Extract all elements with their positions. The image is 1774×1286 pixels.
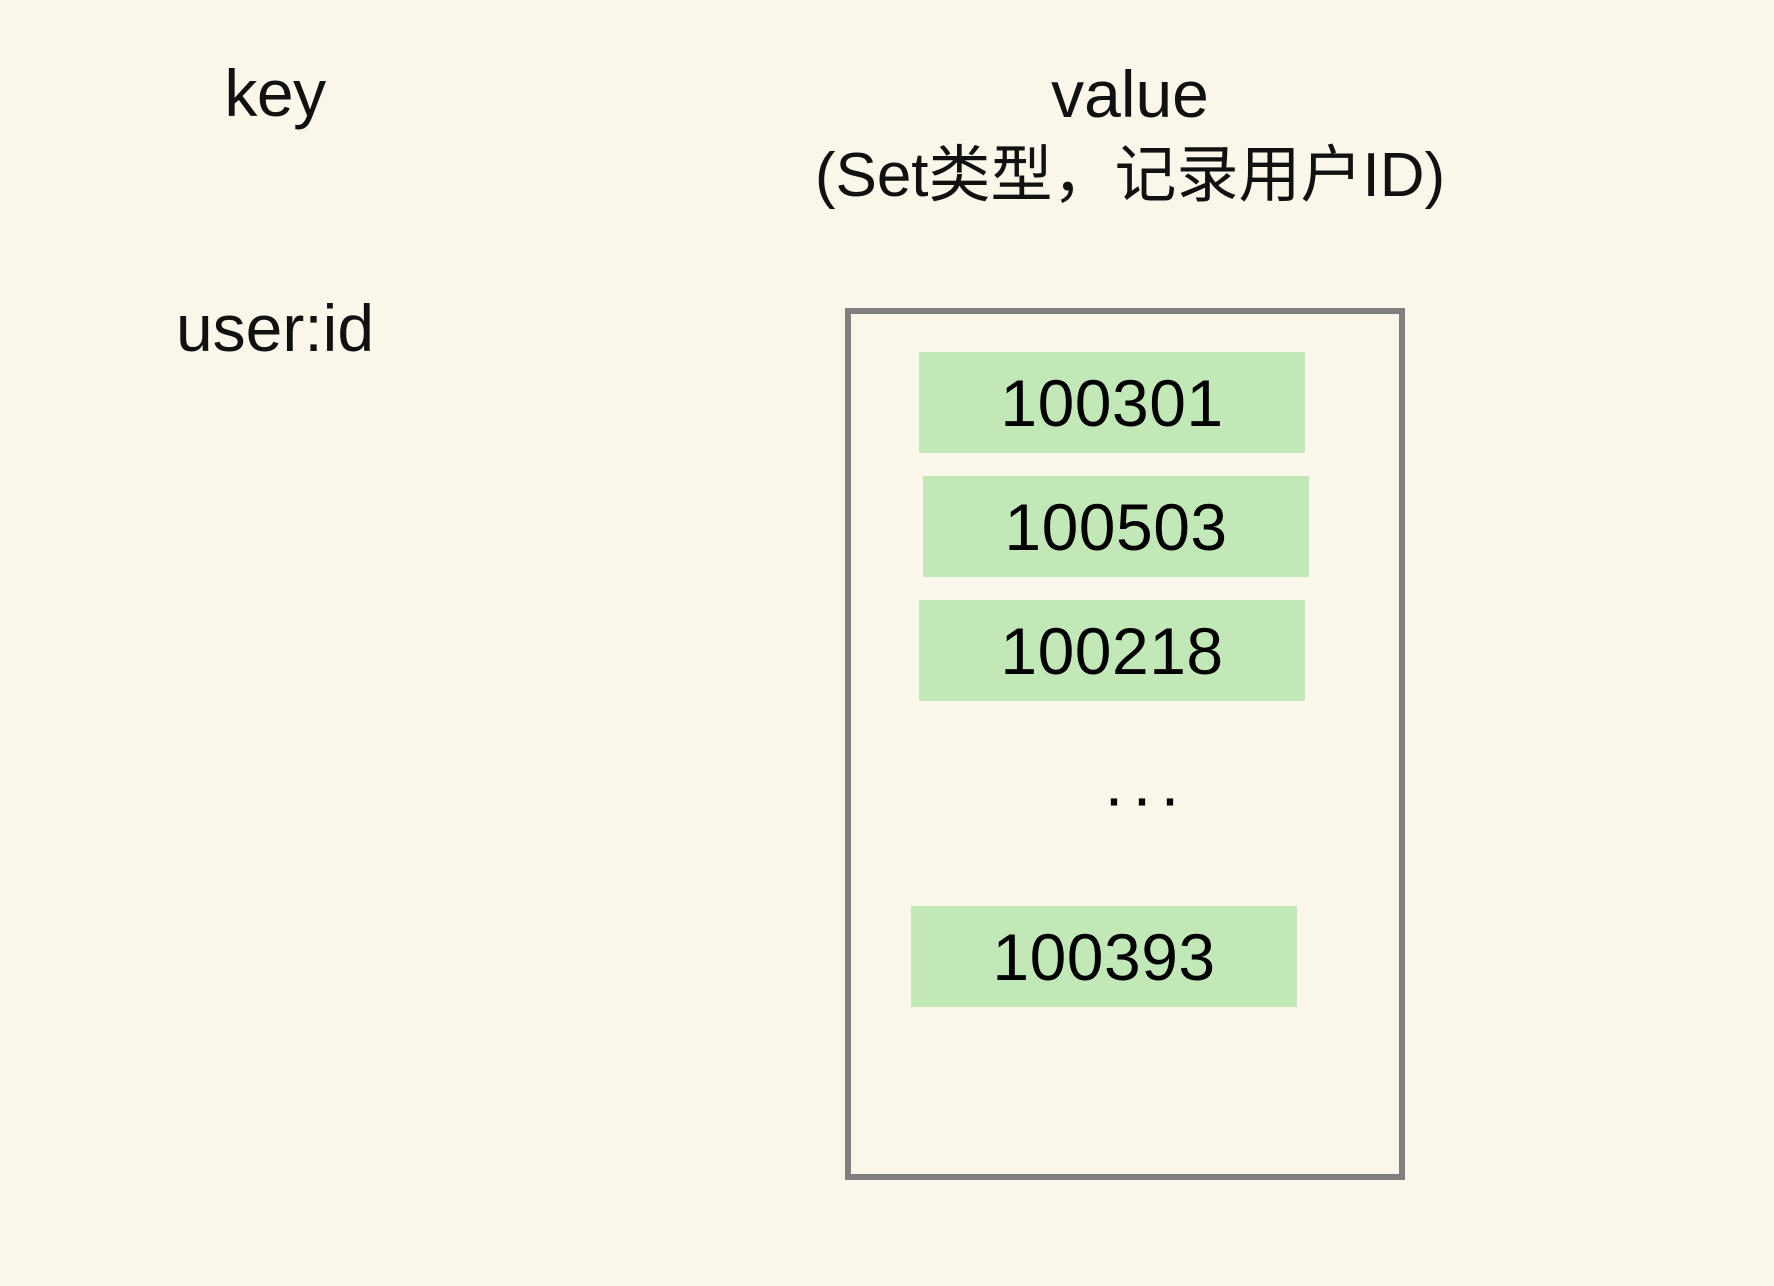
set-items-list: 100301 100503 100218 ··· 100393 [851, 314, 1399, 1174]
key-column: key [60, 60, 490, 126]
value-column: value (Set类型，记录用户ID) [540, 57, 1720, 215]
key-value-label: user:id [175, 291, 375, 365]
set-item-chip: 100503 [923, 476, 1309, 577]
set-item-chip: 100301 [919, 352, 1305, 453]
value-column-subtitle: (Set类型，记录用户ID) [814, 141, 1446, 211]
set-container-box: 100301 100503 100218 ··· 100393 [845, 308, 1405, 1180]
set-item-chip: 100393 [911, 906, 1297, 1007]
set-items-ellipsis: ··· [1103, 759, 1187, 834]
key-column-header: key [224, 56, 326, 130]
value-column-header: value [1051, 57, 1209, 131]
set-item-chip: 100218 [919, 600, 1305, 701]
